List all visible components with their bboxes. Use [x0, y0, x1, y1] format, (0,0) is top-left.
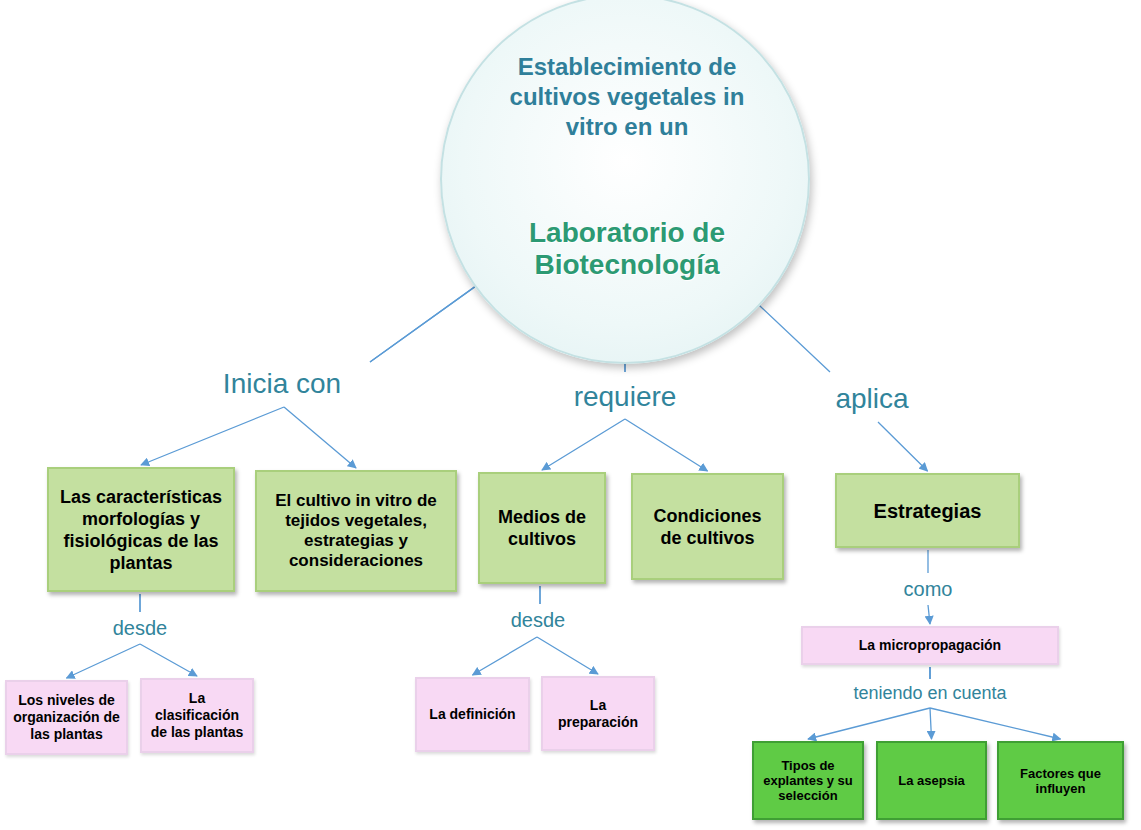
- link-phrase: teniendo en cuenta: [853, 683, 1006, 703]
- connector-arrow: [760, 306, 928, 471]
- box-text: Factores que influyen: [1005, 766, 1116, 796]
- box-text: Medios de cultivos: [488, 506, 596, 550]
- box-text: Tipos de explantes y su selección: [760, 758, 856, 803]
- box-text: El cultivo in vitro de tejidos vegetales…: [265, 491, 447, 571]
- subtopic-box: La preparación: [541, 676, 655, 751]
- box-text: Estrategias: [874, 499, 982, 523]
- box-text: La definición: [429, 706, 515, 723]
- logo-text: Laboratorio de Biotecnología: [477, 217, 777, 281]
- link-phrase: como: [904, 578, 953, 600]
- link-phrase: Inicia con: [223, 368, 341, 399]
- box-text: La asepsia: [898, 773, 965, 788]
- link-phrase: desde: [511, 609, 566, 631]
- connector-arrow: [930, 667, 1061, 739]
- detail-box: Tipos de explantes y su selección: [752, 741, 864, 820]
- box-text: Condiciones de cultivos: [641, 505, 774, 549]
- title-text: Establecimiento de cultivos vegetales in…: [487, 52, 767, 142]
- link-phrase: desde: [113, 617, 168, 639]
- detail-box: Factores que influyen: [997, 741, 1124, 820]
- topic-box: Las características morfologías y fisiol…: [47, 467, 235, 592]
- box-text: Las características morfologías y fisiol…: [57, 486, 225, 574]
- topic-box: El cultivo in vitro de tejidos vegetales…: [255, 470, 457, 592]
- connector-arrow: [141, 287, 475, 465]
- subtopic-box: La clasificación de las plantas: [140, 678, 254, 753]
- topic-box: Estrategias: [835, 473, 1020, 548]
- box-text: La clasificación de las plantas: [148, 690, 246, 741]
- link-phrase: requiere: [574, 381, 677, 412]
- box-text: La micropropagación: [859, 637, 1001, 654]
- subtopic-box: La micropropagación: [801, 626, 1059, 665]
- link-phrase: aplica: [835, 383, 908, 414]
- subtopic-box: La definición: [415, 677, 530, 752]
- box-text: La preparación: [549, 697, 647, 731]
- topic-box: Medios de cultivos: [478, 472, 606, 584]
- topic-box: Condiciones de cultivos: [631, 473, 784, 580]
- connector-arrow: [808, 667, 930, 739]
- connector-arrow: [625, 364, 708, 471]
- box-text: Los niveles de organización de las plant…: [13, 692, 120, 743]
- title-circle: Establecimiento de cultivos vegetales in…: [440, 0, 810, 364]
- connector-arrow: [542, 364, 625, 470]
- subtopic-box: Los niveles de organización de las plant…: [5, 680, 128, 755]
- detail-box: La asepsia: [876, 741, 987, 820]
